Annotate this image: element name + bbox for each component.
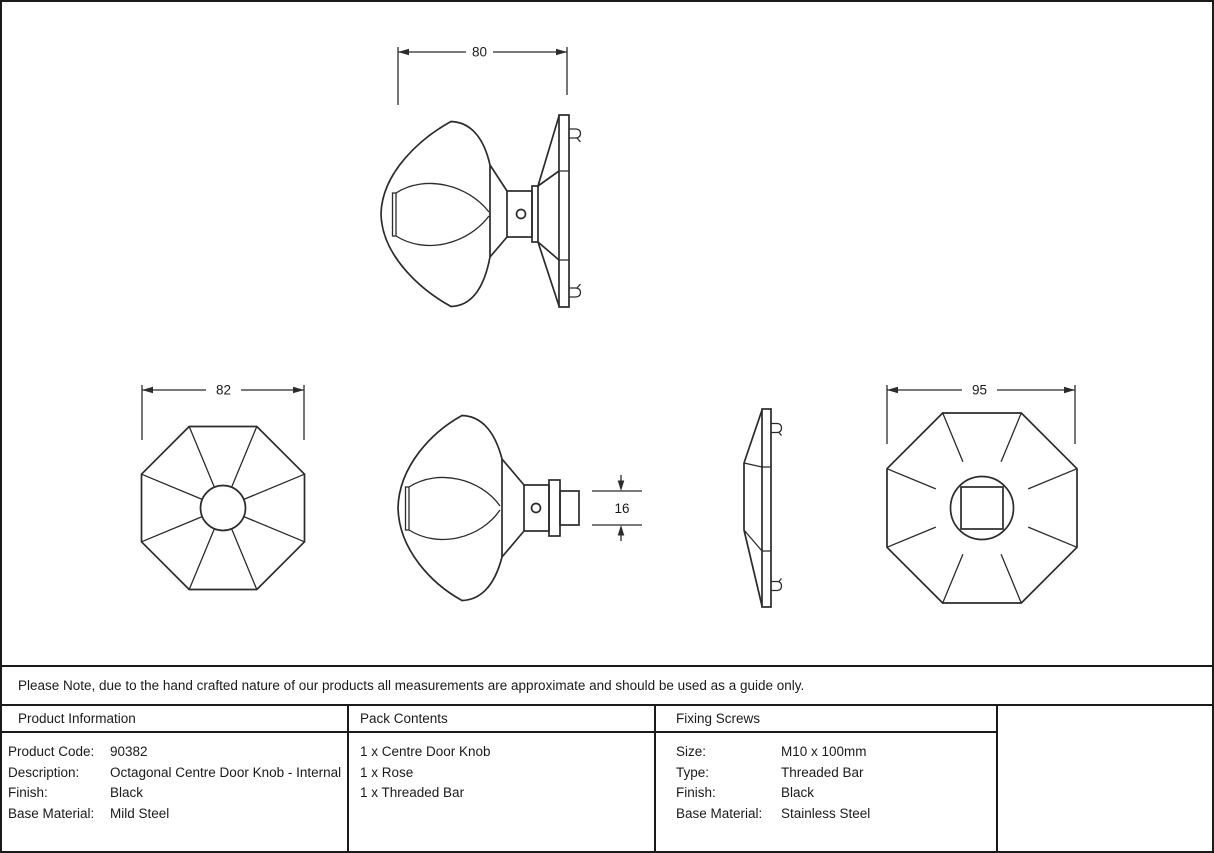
row-label: Type:	[676, 764, 710, 780]
table-row: Base Material: Mild Steel	[8, 804, 347, 825]
view-knob-side-spindle: 16	[397, 414, 642, 602]
view-rose-edge	[743, 408, 783, 608]
technical-drawing-svg: 80	[140, 45, 1078, 608]
row-value: Black	[781, 785, 815, 800]
dim-label-rose: 95	[972, 383, 987, 398]
square-spindle-hole	[960, 486, 1004, 530]
product-information-body: Product Code: 90382 Description: Octagon…	[2, 733, 347, 824]
dim-label-spindle: 16	[614, 501, 629, 516]
technical-drawing-area: 80	[2, 2, 1212, 665]
table-row: Finish: Black	[676, 783, 996, 804]
spec-tables: Product Information Product Code: 90382 …	[2, 704, 1212, 851]
view-rose-face-octagon: 95	[886, 383, 1078, 604]
table-row: Size: M10 x 100mm	[676, 742, 996, 763]
measurement-note-text: Please Note, due to the hand crafted nat…	[18, 678, 805, 693]
empty-column	[996, 706, 1212, 851]
row-value: 90382	[110, 744, 148, 759]
fixing-screws-column: Fixing Screws Size: M10 x 100mm Type: Th…	[654, 706, 996, 851]
fixing-lug	[569, 128, 582, 143]
row-value: M10 x 100mm	[781, 744, 867, 759]
table-row: Finish: Black	[8, 783, 347, 804]
fixing-screws-body: Size: M10 x 100mm Type: Threaded Bar Fin…	[656, 733, 996, 824]
list-item: 1 x Centre Door Knob	[360, 744, 491, 759]
row-value: Octagonal Centre Door Knob - Internal	[110, 764, 342, 780]
row-label: Base Material:	[8, 805, 95, 821]
table-row: Type: Threaded Bar	[676, 763, 996, 784]
view-knob-face-octagon: 82	[140, 383, 306, 591]
row-value: Black	[110, 785, 144, 800]
table-row: Base Material: Stainless Steel	[676, 804, 996, 825]
dimension-80: 80	[397, 45, 568, 105]
row-label: Size:	[676, 744, 707, 759]
row-label: Finish:	[676, 785, 716, 800]
list-item: 1 x Rose	[360, 764, 414, 780]
measurement-note-row: Please Note, due to the hand crafted nat…	[2, 665, 1212, 704]
dim-label-knob-width: 80	[472, 45, 487, 60]
dimension-16: 16	[592, 475, 642, 541]
grub-screw-hole	[515, 208, 527, 220]
row-label: Finish:	[8, 785, 48, 800]
row-label: Product Code:	[8, 744, 95, 759]
fixing-lug	[569, 283, 582, 298]
view-knob-side-with-rose: 80	[380, 45, 582, 308]
table-row: Description: Octagonal Centre Door Knob …	[8, 763, 347, 784]
row-value: Mild Steel	[110, 805, 170, 821]
fixing-lug	[771, 578, 783, 592]
grub-screw-hole	[530, 502, 542, 514]
pack-contents-header: Pack Contents	[349, 706, 654, 733]
dimension-82: 82	[141, 383, 305, 440]
dimension-95: 95	[886, 383, 1076, 444]
row-value: Stainless Steel	[781, 805, 871, 821]
fixing-lug	[771, 422, 783, 436]
fixing-screws-header: Fixing Screws	[656, 706, 996, 733]
pack-contents-body: 1 x Centre Door Knob 1 x Rose 1 x Thread…	[349, 733, 654, 804]
pack-contents-column: Pack Contents 1 x Centre Door Knob 1 x R…	[347, 706, 654, 851]
square-spindle-stub	[559, 490, 580, 526]
product-information-column: Product Information Product Code: 90382 …	[2, 706, 347, 851]
row-label: Base Material:	[676, 805, 763, 821]
product-information-header: Product Information	[2, 706, 347, 733]
list-item: 1 x Threaded Bar	[360, 785, 465, 800]
dim-label-knob-face: 82	[216, 383, 231, 398]
table-row: Product Code: 90382	[8, 742, 347, 763]
row-value: Threaded Bar	[781, 764, 864, 780]
row-label: Description:	[8, 764, 80, 780]
